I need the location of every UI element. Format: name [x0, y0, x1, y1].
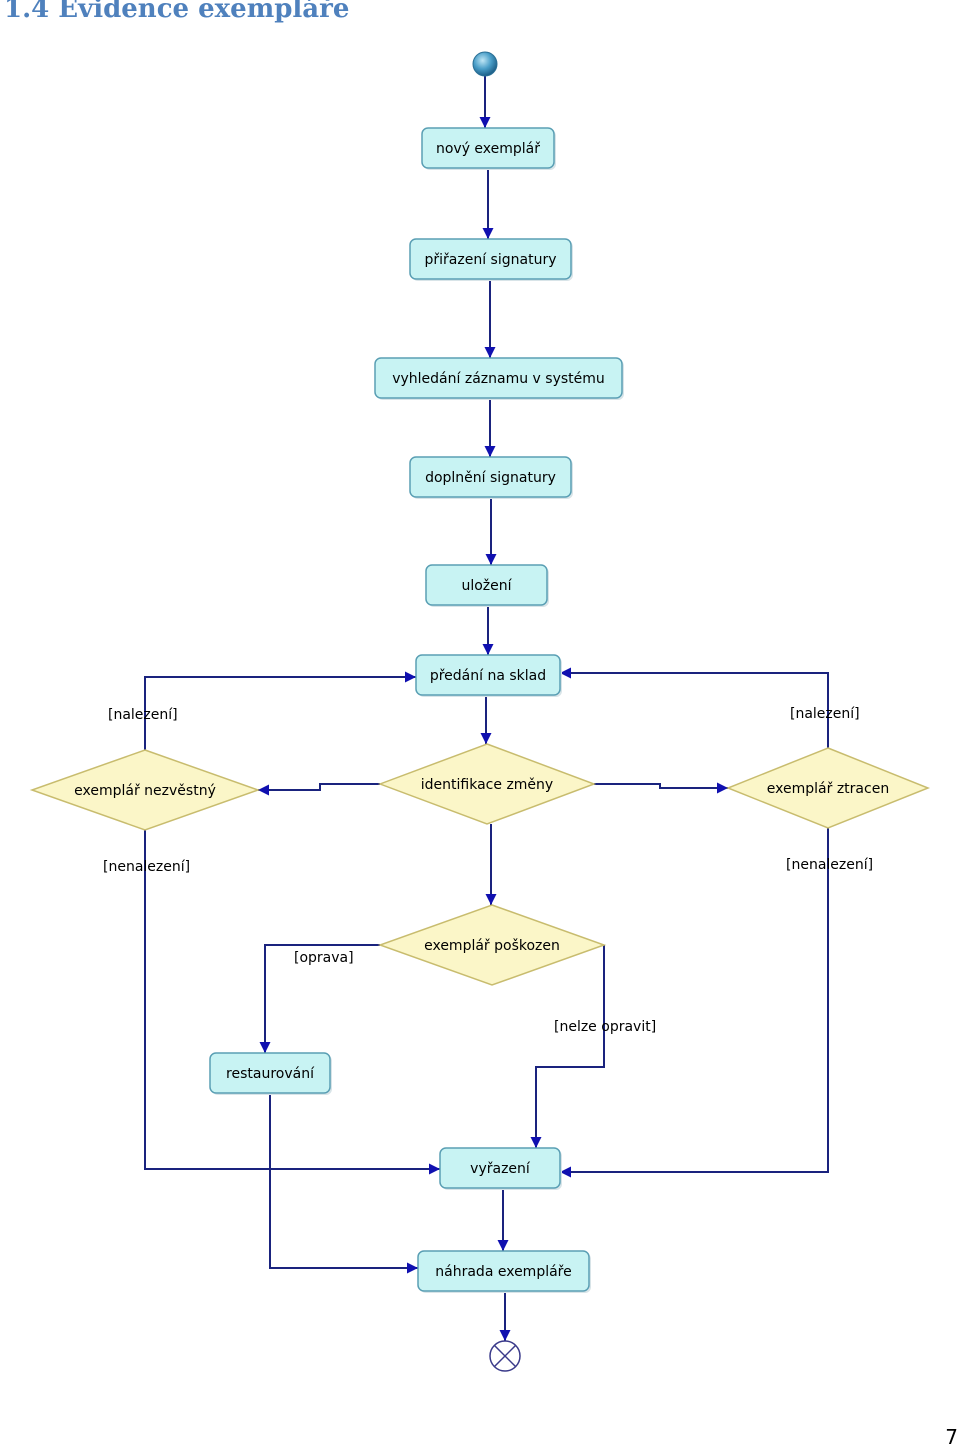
edge-ztracen-to-vyrazeni — [560, 828, 829, 1178]
page-number: 7 — [945, 1425, 958, 1449]
guard-label: [nalezení] — [108, 707, 178, 723]
node-nahrada: náhrada exempláře — [417, 1250, 591, 1293]
action-box — [209, 1052, 331, 1094]
node-restaurovani: restaurování — [209, 1052, 332, 1095]
action-label: doplnění signatury — [425, 470, 556, 486]
action-label: uložení — [461, 578, 512, 594]
edge-identifikace-to-ztracen — [594, 782, 728, 794]
node-vyhledani: vyhledání záznamu v systému — [374, 357, 624, 400]
edge-ztracen-to-predani — [560, 667, 829, 748]
node-nezvestny: exemplář nezvěstný — [29, 749, 261, 831]
guard-label: [oprava] — [294, 950, 354, 966]
final-node-cross — [493, 1344, 517, 1368]
node-predani: předání na sklad — [415, 654, 562, 697]
edge-identifikace-to-nezvestny — [258, 783, 380, 796]
node-end — [489, 1340, 521, 1372]
action-label: vyřazení — [470, 1161, 531, 1177]
action-box — [374, 357, 623, 399]
edge-poskozen-to-restaurovani — [259, 944, 380, 1053]
node-ulozeni: uložení — [425, 564, 549, 607]
node-prirazeni: přiřazení signatury — [409, 238, 573, 281]
nodes-layer: nový exemplář přiřazení signatury vyhledán… — [29, 51, 931, 1372]
node-identifikace: identifikace změny — [377, 743, 597, 825]
edges-layer — [144, 76, 829, 1341]
decision-diamond — [725, 747, 931, 829]
action-box — [417, 1250, 590, 1292]
decision-diamond — [377, 904, 607, 986]
action-label: přiřazení signatury — [425, 252, 557, 268]
action-label: náhrada exempláře — [435, 1264, 571, 1280]
node-start — [472, 51, 498, 77]
node-vyrazeni: vyřazení — [439, 1147, 562, 1190]
guard-label: [nenalezení] — [103, 859, 190, 875]
action-box — [409, 456, 572, 498]
action-label: restaurování — [226, 1066, 315, 1082]
edge-nezvestny-to-predani — [144, 671, 416, 750]
guard-label: [nenalezení] — [786, 857, 873, 873]
guard-label: [nelze opravit] — [554, 1019, 656, 1035]
node-ztracen: exemplář ztracen — [725, 747, 931, 829]
decision-label: identifikace změny — [421, 777, 553, 793]
initial-node-icon — [472, 51, 498, 77]
decision-diamond — [29, 749, 261, 831]
decision-label: exemplář ztracen — [767, 781, 889, 797]
edge-restaurovani-to-nahrada — [269, 1093, 418, 1274]
action-box — [415, 654, 561, 696]
guards-layer: [nalezení] [nalezení] [nenalezení] [nenalez… — [103, 706, 873, 1035]
action-box — [439, 1147, 561, 1189]
action-box — [421, 127, 555, 169]
action-box — [409, 238, 572, 280]
guard-label: [nalezení] — [790, 706, 860, 722]
action-label: předání na sklad — [430, 668, 546, 684]
action-label: nový exemplář — [436, 141, 540, 157]
edge-poskozen-to-vyrazeni — [530, 945, 605, 1148]
decision-label: exemplář poškozen — [424, 938, 560, 954]
edge-nezvestny-to-vyrazeni — [144, 830, 440, 1175]
action-box — [425, 564, 548, 606]
action-label: vyhledání záznamu v systému — [392, 371, 605, 387]
node-doplneni: doplnění signatury — [409, 456, 573, 499]
node-poskozen: exemplář poškozen — [377, 904, 607, 986]
node-novy: nový exemplář — [421, 127, 556, 170]
decision-label: exemplář nezvěstný — [74, 783, 216, 799]
section-heading: 1.4 Evidence exempláře — [4, 0, 350, 24]
decision-diamond — [377, 743, 597, 825]
